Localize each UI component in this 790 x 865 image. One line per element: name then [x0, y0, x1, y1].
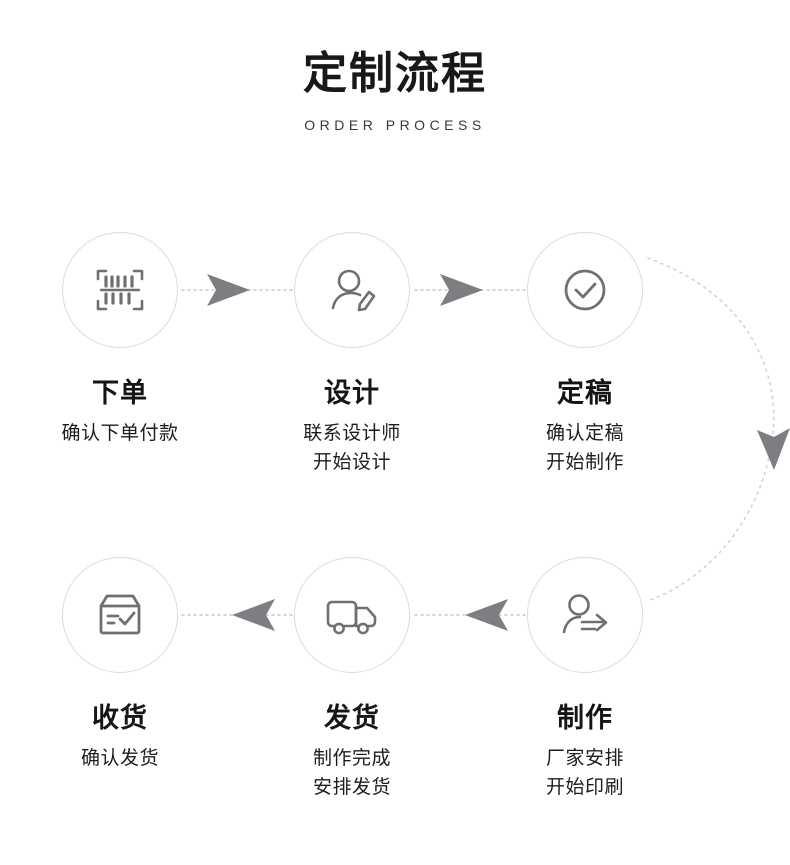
- barcode-scan-icon: [92, 262, 148, 318]
- step-5-desc-line-2: 安排发货: [312, 777, 391, 798]
- connector-step5-to-step6: [181, 599, 301, 631]
- process-step-6[interactable]: 收货 确认发货: [5, 557, 235, 773]
- step-3-icon-circle: [527, 232, 643, 348]
- step-2-desc-line-2: 开始设计: [312, 452, 391, 473]
- step-1-desc-line-1: 确认下单付款: [61, 423, 179, 444]
- check-circle-icon: [559, 264, 611, 316]
- page-title: 定制流程: [303, 49, 487, 98]
- step-6-title: 收货: [92, 703, 148, 733]
- designer-person-pencil-icon: [324, 262, 380, 318]
- step-4-title: 制作: [557, 703, 613, 733]
- page-subtitle: ORDER PROCESS: [304, 117, 486, 133]
- step-2-title: 设计: [324, 378, 380, 408]
- page-header: 定制流程 ORDER PROCESS: [0, 0, 790, 134]
- step-4-description: 厂家安排 开始印刷: [470, 735, 700, 802]
- step-2-description: 联系设计师 开始设计: [237, 410, 467, 477]
- connector-step1-to-step2: [181, 274, 301, 306]
- connector-step2-to-step3: [414, 274, 534, 306]
- step-3-title: 定稿: [557, 378, 613, 408]
- step-6-desc-line-1: 确认发货: [80, 748, 159, 769]
- step-5-description: 制作完成 安排发货: [237, 735, 467, 802]
- step-4-desc-line-1: 厂家安排: [545, 748, 624, 769]
- step-6-description: 确认发货: [5, 735, 235, 773]
- connector-step3-to-step4: [647, 257, 790, 601]
- process-step-1[interactable]: 下单 确认下单付款: [5, 232, 235, 448]
- step-2-desc-line-1: 联系设计师: [303, 423, 401, 444]
- step-2-icon-circle: [294, 232, 410, 348]
- step-1-title: 下单: [92, 378, 148, 408]
- step-5-title: 发货: [324, 703, 380, 733]
- process-step-4[interactable]: 制作 厂家安排 开始印刷: [470, 557, 700, 802]
- delivery-truck-icon: [323, 586, 381, 644]
- step-4-icon-circle: [527, 557, 643, 673]
- step-1-icon-circle: [62, 232, 178, 348]
- person-arrow-right-icon: [557, 587, 613, 643]
- package-check-icon: [92, 587, 148, 643]
- step-3-desc-line-1: 确认定稿: [545, 423, 624, 444]
- step-3-description: 确认定稿 开始制作: [470, 410, 700, 477]
- process-step-2[interactable]: 设计 联系设计师 开始设计: [237, 232, 467, 477]
- step-6-icon-circle: [62, 557, 178, 673]
- step-5-desc-line-1: 制作完成: [312, 748, 391, 769]
- step-4-desc-line-2: 开始印刷: [545, 777, 624, 798]
- process-step-5[interactable]: 发货 制作完成 安排发货: [237, 557, 467, 802]
- step-1-description: 确认下单付款: [5, 410, 235, 448]
- step-5-icon-circle: [294, 557, 410, 673]
- process-step-3[interactable]: 定稿 确认定稿 开始制作: [470, 232, 700, 477]
- step-3-desc-line-2: 开始制作: [545, 452, 624, 473]
- connector-step4-to-step5: [414, 599, 534, 631]
